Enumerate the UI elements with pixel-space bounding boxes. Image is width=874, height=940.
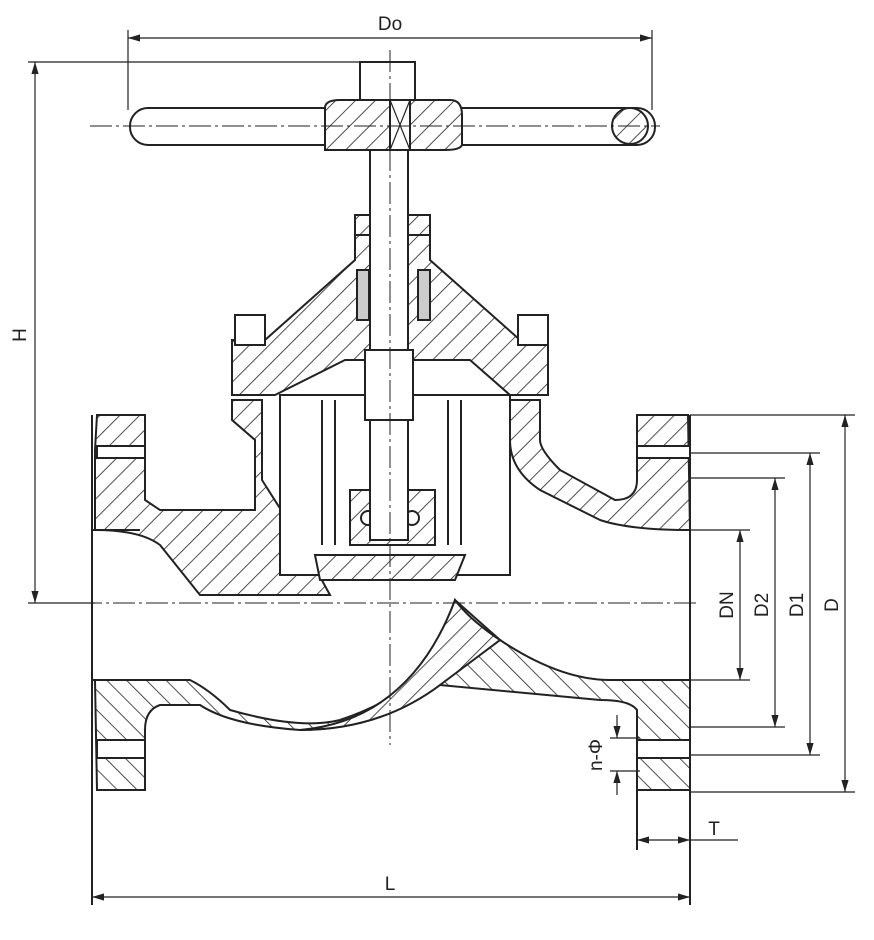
dim-d1-label: D1: [787, 593, 808, 617]
handwheel-nut: [359, 61, 416, 101]
bolt-right: [517, 314, 549, 346]
dimensions: Do H DN D2 D1 D n-Φ T L: [10, 14, 855, 901]
dim-d2-label: D2: [752, 593, 773, 617]
dim-holes-label: n-Φ: [586, 739, 607, 771]
bolt-left: [234, 314, 266, 346]
dim-l-label: L: [385, 874, 396, 895]
handwheel: [129, 61, 656, 151]
dim-do-label: Do: [378, 14, 402, 35]
dim-h-label: H: [10, 328, 31, 342]
bolt-hole-left: [96, 739, 146, 759]
dim-t-label: T: [708, 819, 720, 840]
valve-stem: [364, 144, 414, 541]
valve-body: [91, 399, 692, 905]
dim-dn-label: DN: [717, 591, 738, 618]
bolt-hole-right: [636, 739, 691, 759]
dim-d-label: D: [822, 598, 843, 612]
